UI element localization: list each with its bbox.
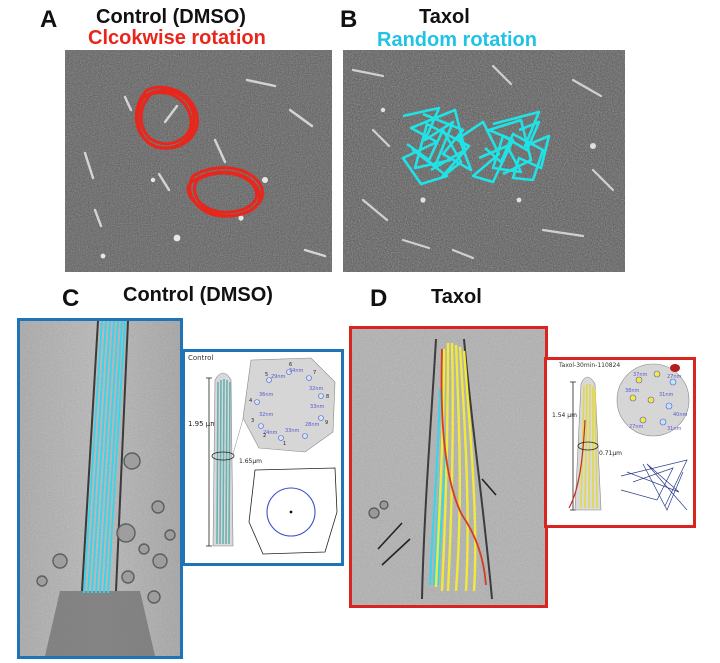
panel-c-length-label: 1.95 µm	[188, 420, 218, 428]
ring-number-8: 8	[326, 394, 330, 400]
ring-number-9: 9	[325, 420, 329, 426]
panel-c-inset: Control 1.95 µm 1.65µm	[182, 349, 344, 566]
panel-c-tomogram-svg	[20, 321, 180, 656]
d-ring-label-2: 27nm	[667, 374, 682, 380]
random-trace	[401, 106, 551, 186]
ring-number-3: 3	[251, 418, 255, 424]
panel-c-microtubules	[83, 321, 126, 594]
panel-a-micrograph	[65, 50, 332, 272]
panel-a-subtitle: Clcokwise rotation	[88, 27, 266, 49]
ring-number-5: 5	[265, 372, 269, 378]
panel-b-subtitle: Random rotation	[377, 29, 537, 51]
panel-d-inset: Taxol-30min-110824 1.54 µm 0.71µm	[544, 357, 696, 528]
panel-b-letter: B	[340, 6, 358, 33]
panel-c-inset-svg	[206, 357, 338, 555]
ring-label-3: 33nm	[310, 404, 325, 410]
panel-c-letter: C	[62, 285, 80, 312]
panel-b-micrograph	[343, 50, 625, 272]
ring-label-4: 28nm	[305, 422, 320, 428]
ring-number-6: 6	[289, 362, 293, 368]
panel-a-letter: A	[40, 6, 58, 33]
panel-d-inset-svg	[568, 363, 690, 511]
ring-label-8: 36nm	[259, 392, 274, 398]
panel-a-micrograph-svg	[65, 50, 332, 272]
panel-b-micrograph-svg	[343, 50, 625, 272]
d-ring-label-1: 37nm	[633, 372, 648, 378]
panel-d-length-label: 1.54 µm	[552, 412, 577, 419]
panel-b-title: Taxol	[419, 6, 470, 28]
d-ring-label-5: 40nm	[673, 412, 688, 418]
panel-d-diameter-label: 0.71µm	[599, 450, 623, 457]
ring-label-2: 32nm	[309, 386, 324, 392]
panel-c-inset-title: Control	[188, 354, 214, 362]
ring-label-9: 29nm	[271, 374, 286, 380]
panel-d-tomogram-svg	[352, 329, 545, 605]
ring-label-1: 34nm	[289, 368, 304, 374]
panel-a-title: Control (DMSO)	[96, 6, 246, 28]
panel-c-tomogram	[17, 318, 183, 659]
clockwise-trace-1	[134, 85, 199, 150]
panel-c-title: Control (DMSO)	[123, 284, 273, 306]
d-ring-label-6: 27nm	[629, 424, 644, 430]
panel-d-tomogram	[349, 326, 548, 608]
ring-number-2: 2	[263, 433, 267, 439]
panel-c-diameter-label: 1.65µm	[239, 458, 263, 465]
ring-label-7: 32nm	[259, 412, 274, 418]
panel-d-letter: D	[370, 285, 388, 312]
ring-number-7: 7	[313, 370, 317, 376]
clockwise-trace-2	[186, 166, 265, 218]
panel-d-inset-title: Taxol-30min-110824	[559, 362, 621, 369]
ring-number-1: 1	[283, 441, 287, 447]
d-ring-label-7: 31nm	[667, 426, 682, 432]
d-ring-label-4: 31nm	[659, 392, 674, 398]
panel-d-red-microtubule	[440, 348, 487, 586]
d-ring-label-3: 38nm	[625, 388, 640, 394]
ring-label-5: 33nm	[285, 428, 300, 434]
panel-d-title: Taxol	[431, 286, 482, 308]
ring-label-6: 24nm	[263, 430, 278, 436]
ring-number-4: 4	[249, 398, 253, 404]
panel-d-yellow-microtubules	[434, 342, 477, 592]
